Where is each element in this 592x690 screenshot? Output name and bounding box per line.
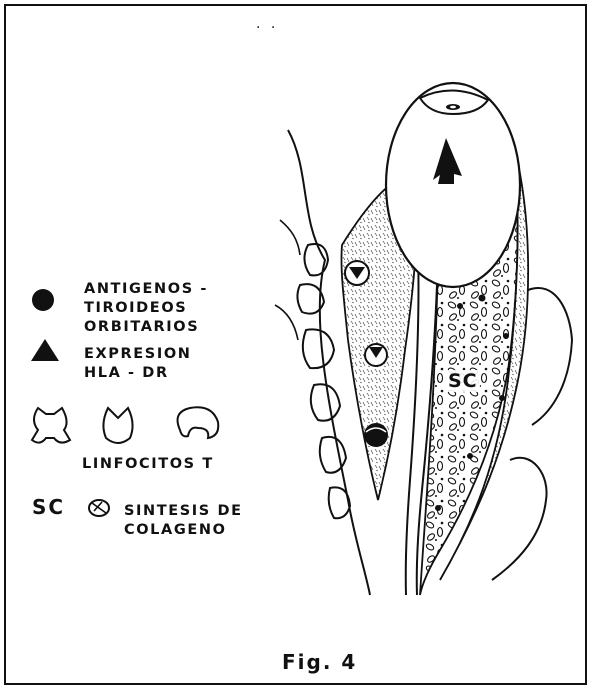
lymphocytes-label: LINFOCITOS T xyxy=(82,455,214,474)
lymphocyte-shapes-icon xyxy=(30,400,230,450)
hla-triangle-icon xyxy=(30,338,60,362)
top-marks: · · xyxy=(256,20,278,36)
collagen-label: SINTESIS DE COLAGENO xyxy=(124,502,243,540)
collagen-abbr: SC xyxy=(32,495,65,519)
figure-caption: Fig. 4 xyxy=(282,650,357,674)
antigen-dot-icon xyxy=(30,287,56,313)
collagen-symbol-icon xyxy=(86,497,112,519)
orbit-diagram xyxy=(270,80,586,600)
diagram-sc-label: SC xyxy=(446,370,480,392)
antigens-label: ANTIGENOS - TIROIDEOS ORBITARIOS xyxy=(84,280,208,337)
hla-label: EXPRESION HLA - DR xyxy=(84,345,191,383)
